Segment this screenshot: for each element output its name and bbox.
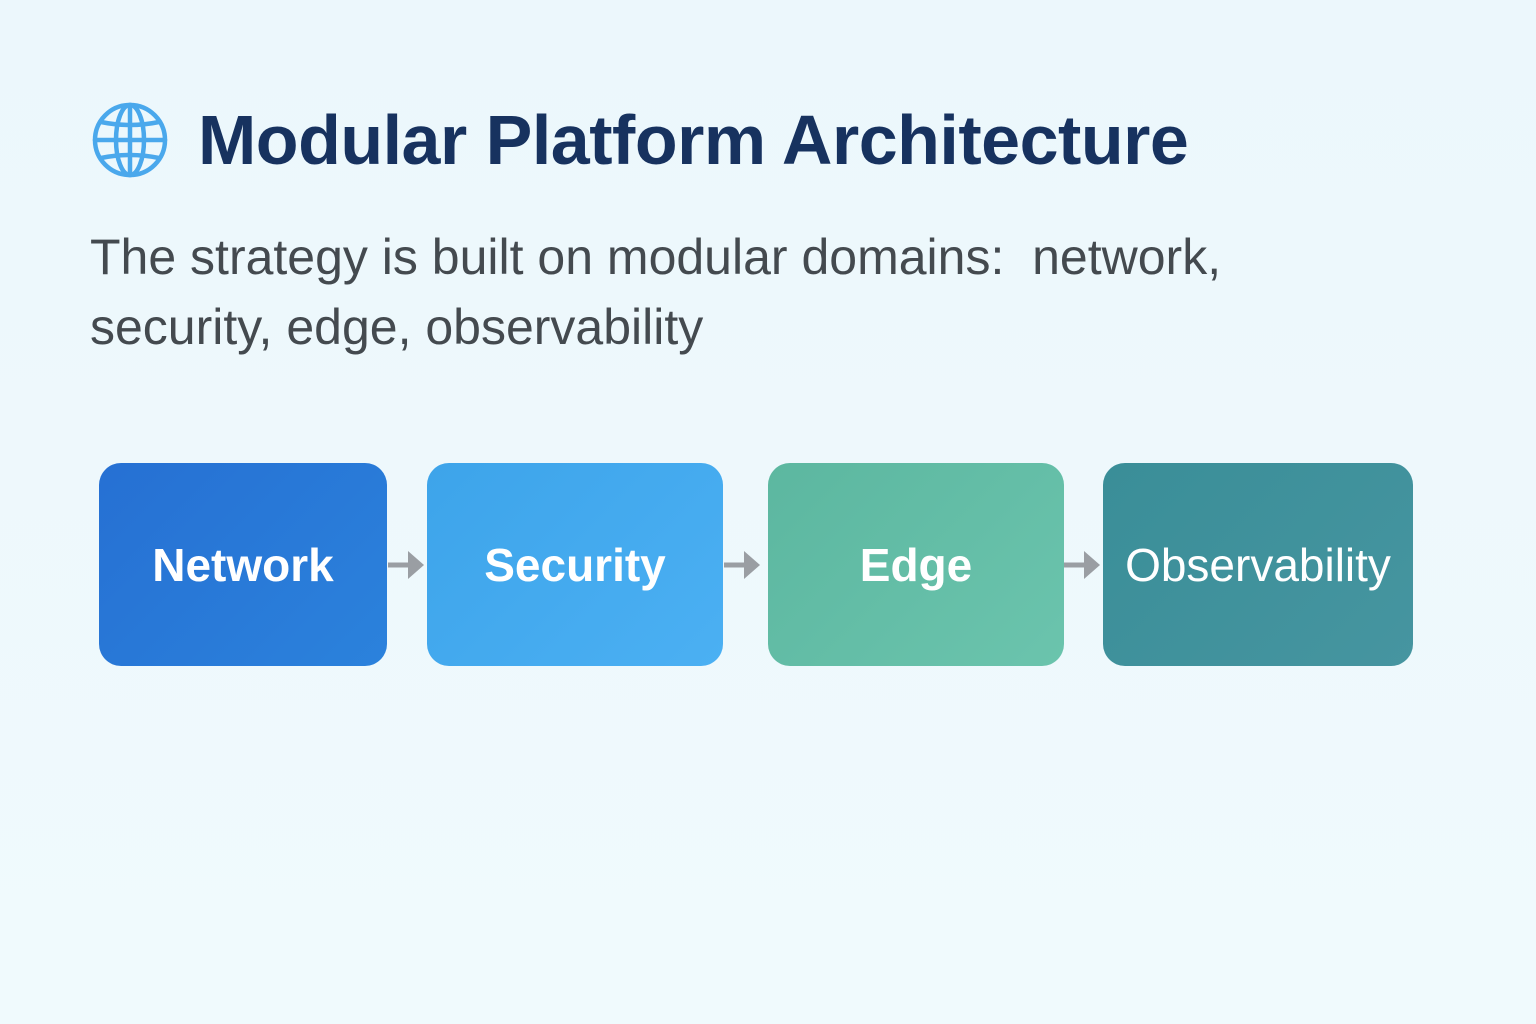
step-network: Network: [99, 463, 387, 666]
step-observability: Observability: [1103, 463, 1413, 666]
page-title: Modular Platform Architecture: [198, 101, 1189, 179]
step-security-label: Security: [484, 538, 666, 591]
header: Modular Platform Architecture: [90, 100, 1189, 180]
step-edge: Edge: [768, 463, 1064, 666]
globe-icon: [92, 102, 168, 178]
step-edge-label: Edge: [859, 538, 973, 591]
step-observability-label: Observability: [1125, 538, 1391, 591]
arrow-right-icon: [388, 551, 424, 579]
step-network-label: Network: [152, 538, 334, 591]
step-security: Security: [427, 463, 723, 666]
arrow-right-icon: [1064, 551, 1100, 579]
arrow-right-icon: [724, 551, 760, 579]
subtitle: The strategy is built on modular domains…: [90, 229, 1235, 355]
